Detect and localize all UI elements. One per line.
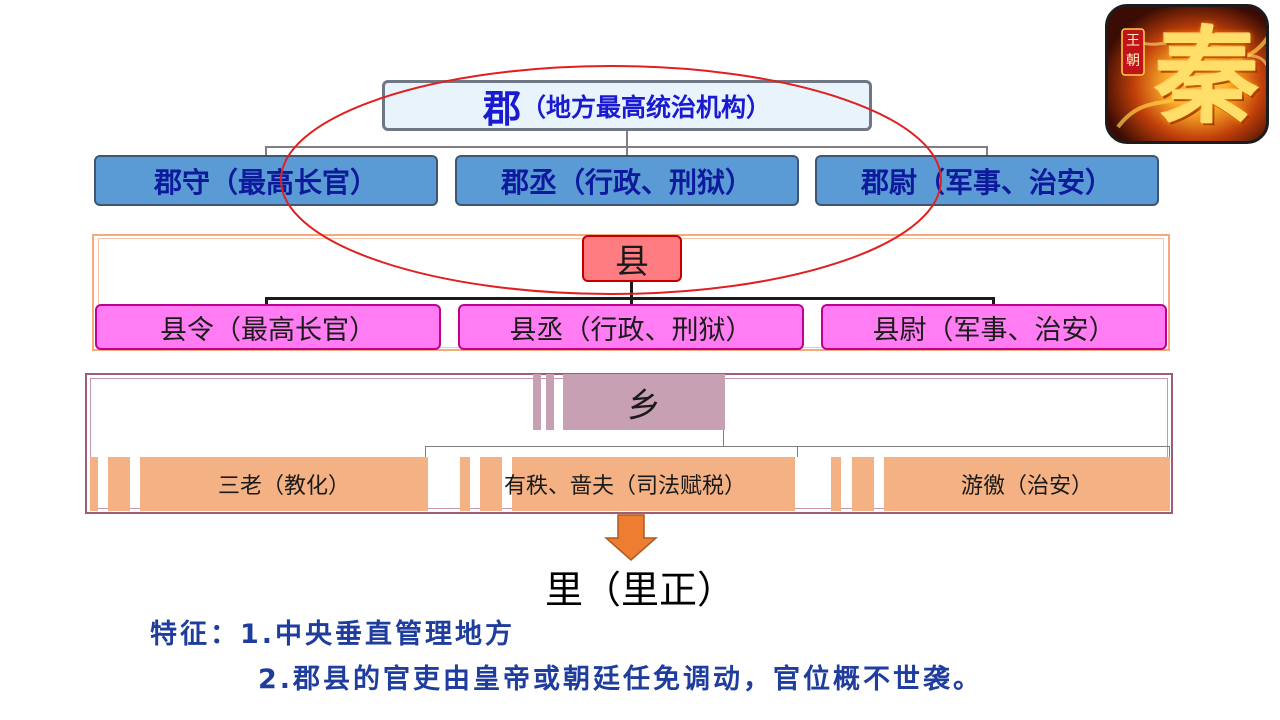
xiang-stripe (852, 457, 874, 511)
logo-small-text: 王朝 (1126, 33, 1140, 69)
jun-official-jun-cheng: 郡丞（行政、刑狱） (455, 155, 799, 206)
xiang-official-you-zhi: 有秩、啬夫（司法赋税） (455, 457, 795, 511)
connector (626, 131, 628, 147)
xiang-title: 乡 (563, 374, 725, 430)
xian-official-xian-wei: 县尉（军事、治安） (821, 304, 1167, 350)
qin-dynasty-logo: 王朝 秦 (1105, 4, 1269, 144)
jun-title-sub: （地方最高统治机构） (521, 92, 772, 122)
connector (797, 446, 798, 457)
connector (630, 297, 633, 305)
connector (723, 430, 724, 447)
jun-official-jun-wei: 郡尉（军事、治安） (815, 155, 1159, 206)
xiang-stripe (90, 457, 98, 511)
xiang-stripe (480, 457, 502, 511)
li-label: 里（里正） (544, 568, 735, 612)
logo-big-char: 秦 (1154, 15, 1259, 138)
connector (992, 297, 995, 305)
connector (1169, 446, 1170, 457)
xian-official-xian-cheng: 县丞（行政、刑狱） (458, 304, 804, 350)
xiang-stripe (831, 457, 841, 511)
connector (265, 297, 268, 305)
xiang-stripe (533, 374, 541, 430)
jun-title-box: 郡 （地方最高统治机构） (382, 80, 872, 131)
xiang-stripe (546, 374, 554, 430)
xiang-official-you-zhi-label: 有秩、啬夫（司法赋税） (503, 474, 746, 499)
connector (265, 146, 267, 156)
connector (986, 146, 988, 156)
xiang-official-you-jiao: 游徼（治安） (884, 457, 1170, 511)
xian-official-xian-ling: 县令（最高长官） (95, 304, 441, 350)
xian-title: 县 (582, 235, 682, 282)
xiang-box-fill (512, 457, 795, 511)
xiang-official-san-lao: 三老（教化） (140, 457, 428, 511)
jun-official-jun-shou: 郡守（最高长官） (94, 155, 438, 206)
xiang-stripe (460, 457, 470, 511)
logo-art (1108, 7, 1266, 141)
down-arrow-icon (604, 514, 658, 561)
jun-title-main: 郡 (482, 87, 521, 131)
connector (626, 146, 628, 156)
connector (630, 282, 633, 298)
xiang-stripe (108, 457, 130, 511)
feature-line-1: 特征：1.中央垂直管理地方 (150, 619, 516, 650)
feature-line-2: 2.郡县的官吏由皇帝或朝廷任免调动，官位概不世袭。 (258, 664, 984, 695)
connector (425, 446, 426, 457)
